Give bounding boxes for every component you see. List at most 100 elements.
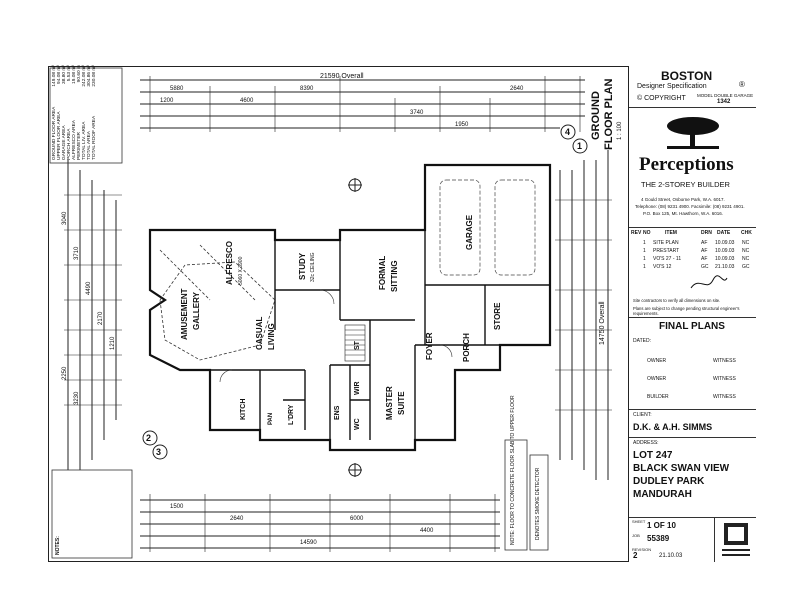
room-ens: ENS	[334, 405, 341, 420]
room-alfresco: ALFRESCO	[225, 241, 234, 285]
tree-logo-icon	[667, 117, 719, 149]
rev-date: 21.10.03	[715, 264, 735, 270]
section-mark-4: 4	[565, 127, 571, 137]
rev-drn: AF	[701, 256, 708, 262]
final-plans-block: FINAL PLANS DATED: OWNER WITNESS OWNER W…	[629, 318, 756, 410]
sheet-number: 1 OF 10	[647, 521, 676, 530]
model-number: 1342	[717, 99, 731, 105]
registered-mark: ®	[739, 80, 745, 89]
room-casual: CASUAL	[255, 316, 264, 350]
job-number: 55389	[647, 534, 670, 543]
room-amusement: AMUSEMENT	[180, 288, 189, 340]
client-label: CLIENT:	[633, 412, 652, 418]
address-town: MANDURAH	[633, 489, 692, 500]
sheet-label: SHEET	[632, 519, 646, 524]
rev-no: 1	[643, 264, 646, 270]
revision-label: REVISION	[632, 547, 652, 552]
rev-no: 1	[643, 240, 646, 246]
address-suburb: DUDLEY PARK	[633, 476, 705, 487]
brand-tagline: THE 2-STOREY BUILDER	[641, 180, 730, 189]
plan-title-line2: FLOOR PLAN	[603, 78, 615, 151]
sign-builder-label: BUILDER	[647, 394, 669, 400]
room-gallery: GALLERY	[192, 292, 201, 330]
copyright: © COPYRIGHT	[637, 95, 686, 102]
room-suite: SUITE	[397, 391, 406, 415]
rev-date: 10.09.03	[715, 240, 735, 246]
rev-col-no: NO	[643, 230, 651, 236]
quality-endorsed-logo-icon	[722, 523, 750, 556]
rev-col-drn: DRN	[701, 230, 712, 236]
model-label: MODEL DOUBLE GARAGE	[697, 93, 754, 98]
left-dim-4: 2170	[98, 311, 104, 325]
rev-drn: AF	[701, 240, 708, 246]
room-study-size: 32c CEILING	[310, 252, 316, 282]
sheet-info-block: SHEET 1 OF 10 JOB 55389 REVISION 2 21.10…	[629, 518, 715, 562]
bottom-dim-2: 1500	[170, 504, 184, 510]
top-dim-2: 8390	[300, 86, 314, 92]
left-dim-3: 4490	[86, 281, 92, 295]
room-wir: WIR	[354, 381, 361, 395]
plan-title-line1: GROUND	[590, 91, 602, 140]
plan-scale: 1 : 100	[617, 121, 623, 140]
room-store: STORE	[493, 302, 502, 330]
section-mark-2: 2	[146, 433, 152, 443]
room-wc: WC	[354, 418, 361, 430]
top-dim-6: 3740	[410, 110, 424, 116]
address-line-2: Telephone: (08) 9231 4900. Facsimile: (0…	[635, 204, 745, 209]
top-dim-3: 2640	[510, 86, 524, 92]
floor-note: NOTE: FLOOR TO CONCRETE FLOOR SLAB TO UP…	[510, 395, 516, 545]
address-street: BLACK SWAN VIEW	[633, 463, 730, 474]
dated-label: DATED:	[633, 338, 651, 344]
room-porch: PORCH	[462, 333, 471, 362]
rev-chk: NC	[742, 248, 750, 254]
job-label: JOB	[632, 533, 640, 538]
revision-table: REV NO ITEM DRN DATE CHK 1 SITE PLAN AF …	[629, 228, 756, 318]
top-dim-7: 1950	[455, 122, 469, 128]
sign-witness-label: WITNESS	[713, 394, 736, 400]
left-dim-2: 3710	[74, 246, 80, 260]
client-block: CLIENT: D.K. & A.H. SIMMS	[629, 410, 756, 438]
bottom-dim-1: 14590	[300, 540, 317, 546]
note-verify-dims: Site contractors to verify all dimension…	[633, 298, 721, 303]
left-dim-6: 2250	[62, 366, 68, 380]
sign-witness-label: WITNESS	[713, 358, 736, 364]
rev-chk: GC	[742, 264, 750, 270]
overall-depth-dim: 14750 Overall	[599, 301, 606, 345]
titleblock-brand: Perceptions THE 2-STOREY BUILDER 4 Gould…	[629, 108, 756, 228]
room-foyer: FOYER	[425, 332, 434, 360]
rev-item: VO'S 12	[653, 264, 672, 270]
rev-drn: AF	[701, 248, 708, 254]
room-formal: FORMAL	[378, 255, 387, 290]
room-kitchen: KITCH	[240, 398, 247, 420]
room-laundry: L'DRY	[288, 404, 295, 425]
section-mark-1: 1	[577, 141, 583, 151]
address-block: ADDRESS: LOT 247 BLACK SWAN VIEW DUDLEY …	[629, 438, 756, 518]
rev-no: 1	[643, 256, 646, 262]
rev-item: VO'S 27 - 11	[653, 256, 682, 262]
left-dim-7: 3230	[74, 391, 80, 405]
top-dim-1: 5880	[170, 86, 184, 92]
left-notes-title: NOTES:	[55, 536, 61, 555]
room-alfresco-size: 5060 X 3900	[238, 256, 244, 285]
bottom-dim-3: 2640	[230, 516, 244, 522]
left-dim-5: 1210	[110, 336, 116, 350]
rev-item: PRESTART	[653, 248, 680, 254]
left-dim-1: 3040	[62, 211, 68, 225]
sign-owner-label: OWNER	[647, 376, 667, 382]
note-structural: Plans are subject to change pending stru…	[633, 306, 740, 316]
designer-spec: Designer Specification	[637, 83, 707, 90]
bottom-dim-4: 6000	[350, 516, 364, 522]
revision-date: 21.10.03	[659, 553, 683, 559]
room-garage: GARAGE	[465, 214, 474, 250]
smoke-detector-note: DENOTES SMOKE DETECTOR	[535, 467, 541, 540]
top-dim-5: 4600	[240, 98, 254, 104]
address-label: ADDRESS:	[633, 440, 659, 446]
rev-item: SITE PLAN	[653, 240, 679, 246]
address-lot: LOT 247	[633, 450, 673, 461]
rev-chk: NC	[742, 240, 750, 246]
sign-owner-label: OWNER	[647, 358, 667, 364]
overall-width-dim: 21590 Overall	[320, 73, 364, 80]
rev-col-chk: CHK	[741, 230, 752, 236]
